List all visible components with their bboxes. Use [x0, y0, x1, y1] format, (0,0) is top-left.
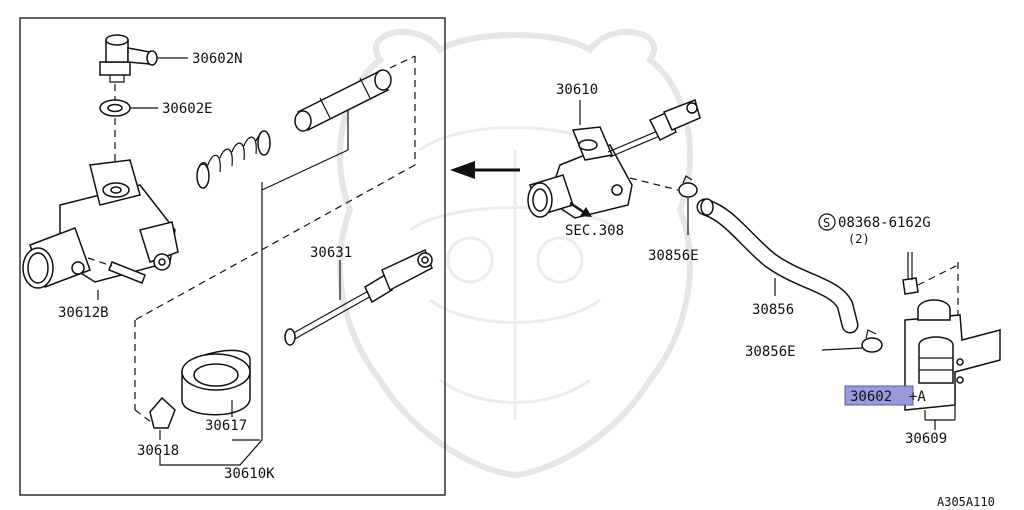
label-30856E-bottom: 30856E — [745, 344, 796, 360]
boot-30617[interactable] — [181, 349, 251, 416]
label-30602A-suffix: +A — [909, 389, 926, 405]
label-30631: 30631 — [310, 245, 352, 261]
figure-id: A305A110 — [937, 495, 995, 509]
service-symbol-icon — [818, 213, 836, 231]
arrow-to-detail — [450, 161, 520, 179]
label-30609: 30609 — [905, 431, 947, 447]
watermark-emblem — [337, 28, 693, 479]
label-30602N: 30602N — [192, 51, 243, 67]
washer-30602E[interactable] — [99, 99, 131, 117]
hose-30856[interactable] — [696, 198, 859, 334]
push-rod-30631[interactable] — [284, 248, 433, 346]
label-30617: 30617 — [205, 418, 247, 434]
label-30618: 30618 — [137, 443, 179, 459]
master-cylinder-assembly-30610[interactable] — [527, 99, 701, 219]
label-30856: 30856 — [752, 302, 794, 318]
detail-box — [19, 17, 446, 496]
pin-30612B[interactable] — [108, 261, 146, 284]
clip-30618[interactable] — [149, 396, 176, 429]
label-30602A-main: 30602 — [850, 389, 892, 405]
label-30610K: 30610K — [224, 466, 275, 482]
label-30610: 30610 — [556, 82, 598, 98]
return-spring[interactable] — [196, 130, 271, 189]
label-bolt-qty: (2) — [848, 232, 870, 246]
label-30612B: 30612B — [58, 305, 109, 321]
hose-clamp-30856E-top[interactable] — [678, 175, 698, 198]
bolt-08368[interactable] — [902, 252, 919, 295]
elbow-fitting-30602N[interactable] — [99, 34, 158, 83]
label-30602E: 30602E — [162, 101, 213, 117]
sec-308-arrow — [569, 201, 592, 217]
reservoir-30609[interactable] — [904, 299, 1001, 411]
highlight-30602-A[interactable] — [844, 385, 914, 406]
hose-clamp-30856E-bottom[interactable] — [861, 329, 883, 353]
bolt-symbol: S — [823, 216, 830, 230]
label-bolt-code: 08368-6162G — [838, 215, 931, 231]
piston-assembly[interactable] — [294, 69, 392, 132]
label-sec-308[interactable]: SEC.308 — [565, 223, 624, 239]
master-cylinder-body[interactable] — [22, 159, 179, 289]
label-30856E-top: 30856E — [648, 248, 699, 264]
